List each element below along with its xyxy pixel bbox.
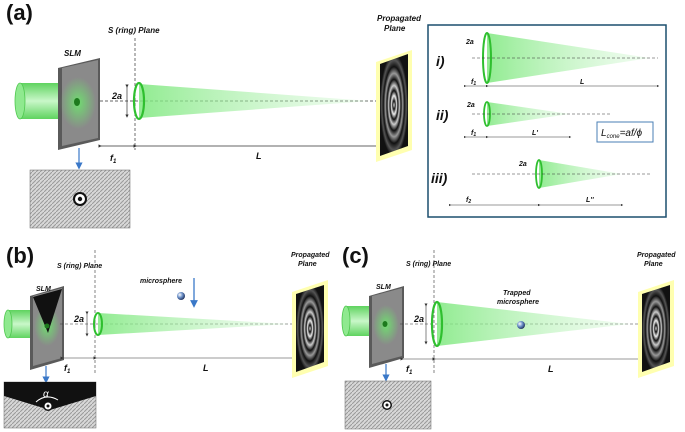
s-ring-plane-label-a: S (ring) Plane — [108, 26, 160, 35]
panel-a: (a) SLM S (ring) Plane — [6, 0, 667, 229]
trapped-label-2-c: microsphere — [497, 299, 539, 306]
slm-label-c: SLM — [376, 284, 391, 291]
slm-phase-pattern-b — [3, 381, 97, 429]
slm-c — [369, 286, 404, 368]
formula-l-cone: Lcone=af/ϕ — [601, 128, 643, 140]
microsphere-label-b: microsphere — [140, 278, 182, 285]
inset-row-iii-L: L'' — [586, 197, 594, 204]
slm-label-a: SLM — [64, 49, 81, 58]
trapped-microsphere-c — [517, 321, 525, 329]
cone-length-inset: i) 2a f1 L ii) 2a f1 L' Lcone=af/ϕ iii) — [427, 24, 667, 218]
two-a-label-a: 2a — [111, 91, 122, 101]
inset-row-i-f: f1 — [471, 79, 476, 87]
panel-b: (b) SLM α S (ring) Plane 2a — [3, 243, 330, 429]
propagated-plane-b — [292, 280, 328, 378]
s-ring-plane-label-b: S (ring) Plane — [57, 263, 102, 270]
slm-label-b: SLM — [36, 286, 51, 293]
inset-row-ii-2a: 2a — [466, 102, 475, 109]
slm-a — [58, 58, 100, 150]
bessel-cone-a — [139, 84, 370, 118]
propagated-label-2-b: Plane — [298, 261, 317, 268]
panel-a-tag: (a) — [6, 0, 33, 25]
inset-row-ii-f: f1 — [471, 130, 476, 138]
inset-row-iii-label: iii) — [431, 170, 448, 186]
propagated-label-1-a: Propagated — [377, 14, 422, 23]
ring-a — [132, 81, 146, 121]
inset-row-i-L: L — [580, 79, 584, 86]
f1-label-c: f1 — [406, 364, 413, 376]
bessel-cone-b — [98, 313, 290, 335]
f1-label-b: f1 — [64, 363, 71, 375]
alpha-label-b: α — [43, 389, 49, 400]
panel-b-tag: (b) — [6, 243, 34, 268]
panel-c-tag: (c) — [342, 243, 369, 268]
f1-label-a: f1 — [110, 153, 117, 165]
inset-row-ii-label: ii) — [436, 107, 449, 123]
incident-beam-a — [14, 82, 64, 120]
propagated-label-2-c: Plane — [644, 261, 663, 268]
inset-row-iii-f: f2 — [466, 197, 471, 205]
slm-phase-pattern-a — [29, 169, 131, 229]
slm-b — [30, 286, 64, 370]
two-a-label-c: 2a — [413, 314, 424, 324]
two-a-label-b: 2a — [73, 314, 84, 324]
propagated-plane-a — [376, 50, 412, 162]
inset-row-ii-L: L' — [532, 130, 538, 137]
panel-c: (c) SLM S (ring) Plane 2a Trapped micr — [341, 243, 676, 430]
ring-c — [430, 300, 444, 348]
propagated-label-1-c: Propagated — [637, 252, 676, 259]
L-label-c: L — [548, 364, 554, 374]
bessel-cone-c — [437, 302, 630, 346]
inset-row-i-label: i) — [436, 53, 445, 69]
s-ring-plane-label-c: S (ring) Plane — [406, 261, 451, 268]
slm-phase-pattern-c — [344, 380, 432, 430]
propagated-label-2-a: Plane — [384, 24, 406, 33]
propagated-plane-c — [638, 280, 674, 378]
inset-row-i-2a: 2a — [465, 39, 474, 46]
L-label-b: L — [203, 363, 209, 373]
microsphere-b — [177, 292, 185, 300]
propagated-label-1-b: Propagated — [291, 252, 330, 259]
inset-row-iii-2a: 2a — [518, 161, 527, 168]
L-label-a: L — [256, 151, 262, 161]
trapped-label-1-c: Trapped — [503, 290, 531, 297]
ring-b — [93, 312, 103, 336]
